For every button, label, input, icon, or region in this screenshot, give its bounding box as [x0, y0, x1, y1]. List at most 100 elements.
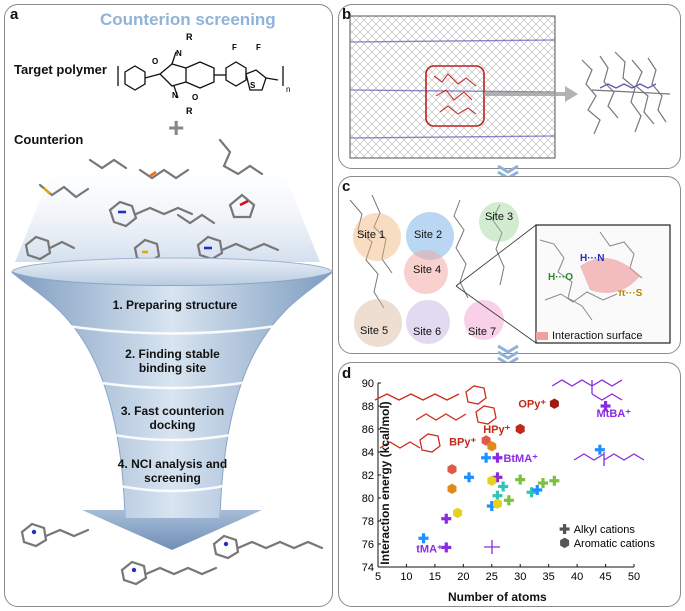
panel-a-label: a: [10, 6, 19, 23]
funnel-step-4-line-1: 4. NCI analysis and: [117, 457, 228, 471]
opy-sketch: [374, 385, 487, 405]
panel-a-title: Counterion screening: [100, 10, 276, 29]
product-molecules: [20, 522, 324, 586]
data-point-aromatic: [487, 475, 497, 486]
funnel-step-1: 1. Preparing structure: [95, 298, 255, 312]
data-point-alkyl: [492, 490, 503, 501]
x-tick-label: 30: [514, 571, 526, 583]
data-point-alkyl: [600, 401, 611, 411]
zoom-arrow: [484, 86, 578, 102]
data-point-aromatic: [515, 423, 525, 435]
atom-o-top: O: [152, 57, 158, 66]
polymer-layers: [349, 39, 556, 139]
x-tick-label: 50: [628, 571, 640, 583]
point-label: OPy⁺: [518, 399, 546, 411]
inset-interaction-surface: [580, 258, 640, 293]
hpy-sketch: [415, 405, 497, 425]
data-point-aromatic: [493, 498, 502, 509]
chart-x-axis-label: Number of atoms: [448, 590, 547, 604]
panel-b-label: b: [342, 6, 352, 23]
site-5-label: Site 5: [360, 325, 389, 337]
x-tick-label: 15: [429, 571, 441, 583]
extracted-backbone: [599, 83, 657, 89]
x-tick-label: 20: [457, 571, 469, 583]
product-nitrogens: [31, 529, 229, 573]
data-point-alkyl: [549, 475, 560, 486]
data-point-alkyl: [492, 452, 503, 463]
inset-h-o-label: H···O: [548, 272, 573, 283]
funnel-step-4-line-2: screening: [144, 471, 201, 485]
funnel-glow: [15, 150, 320, 262]
data-point-alkyl: [418, 533, 429, 544]
funnel-bands: [41, 320, 303, 493]
polymer-structure: [117, 51, 284, 99]
data-point-aromatic: [487, 441, 497, 452]
counterion-label: Counterion: [14, 132, 84, 147]
site-chains: [349, 194, 505, 309]
site-4-label: Site 4: [413, 264, 442, 276]
funnel-step-3-line-2: docking: [149, 418, 196, 432]
y-tick-label: 78: [362, 516, 374, 528]
point-label: BtMA⁺: [503, 453, 538, 465]
legend-aromatic-marker: [560, 537, 570, 549]
site-1-label: Site 1: [357, 229, 386, 241]
molecule-sketches: [374, 379, 645, 554]
site-1-surface: [353, 213, 401, 261]
atom-o-bottom: O: [192, 93, 198, 102]
funnel-step-2-line-1: 2. Finding stable: [125, 347, 220, 361]
atom-n-top: N: [176, 49, 182, 58]
mtba-sketch: [551, 379, 623, 401]
x-tick-label: 40: [571, 571, 583, 583]
data-point-aromatic: [447, 483, 457, 494]
panel-c-label: c: [342, 178, 351, 195]
y-tick-label: 84: [362, 447, 374, 459]
y-tick-label: 88: [362, 401, 374, 413]
counterion-molecules: [24, 138, 280, 264]
funnel-arrow: [82, 510, 262, 550]
point-label: HPy⁺: [483, 424, 510, 436]
highlight-cluster: [433, 73, 477, 115]
data-point-alkyl: [498, 481, 509, 492]
data-point-alkyl: [503, 495, 514, 506]
legend-alkyl-marker: [559, 524, 570, 535]
y-tick-label: 76: [362, 539, 374, 551]
simulation-box: [349, 15, 556, 159]
bpy-sketch: [379, 433, 441, 453]
site-2-surface: [406, 212, 454, 260]
x-tick-label: 35: [543, 571, 555, 583]
y-tick-label: 86: [362, 424, 374, 436]
atom-r-top: R: [186, 32, 193, 42]
y-tick-label: 82: [362, 470, 374, 482]
legend-alkyl-label: Alkyl cations: [574, 524, 636, 536]
data-point-alkyl: [492, 472, 503, 483]
x-tick-label: 45: [599, 571, 611, 583]
data-point-alkyl: [441, 513, 452, 524]
data-point-aromatic: [549, 398, 559, 409]
x-tick-label: 25: [486, 571, 498, 583]
heteroatom-highlights: [43, 170, 249, 254]
site-3-surface: [479, 202, 519, 242]
atom-f-2: F: [256, 43, 261, 52]
point-label: tMA⁺: [416, 543, 443, 555]
plus-sign: +: [168, 112, 185, 143]
interaction-surface-legend: Interaction surface: [552, 330, 643, 342]
zoom-inset: [535, 224, 671, 344]
data-point-alkyl: [537, 478, 548, 489]
funnel-step-3-line-1: 3. Fast counterion: [120, 404, 225, 418]
inset-h-bond-label: H···N: [580, 253, 605, 264]
funnel-step-1-line-1: 1. Preparing structure: [112, 298, 238, 312]
data-point-alkyl: [441, 542, 452, 553]
tma-sketch: [484, 540, 500, 554]
atom-s: S: [250, 81, 256, 90]
point-label: MtBA⁺: [597, 408, 632, 420]
zoom-line-top: [455, 224, 537, 287]
y-tick-label: 74: [362, 562, 374, 574]
chart-labels: tMA⁺BtMA⁺MtBA⁺BPy⁺HPy⁺OPy⁺Alkyl cationsA…: [416, 399, 655, 556]
atom-r-bottom: R: [186, 106, 193, 116]
